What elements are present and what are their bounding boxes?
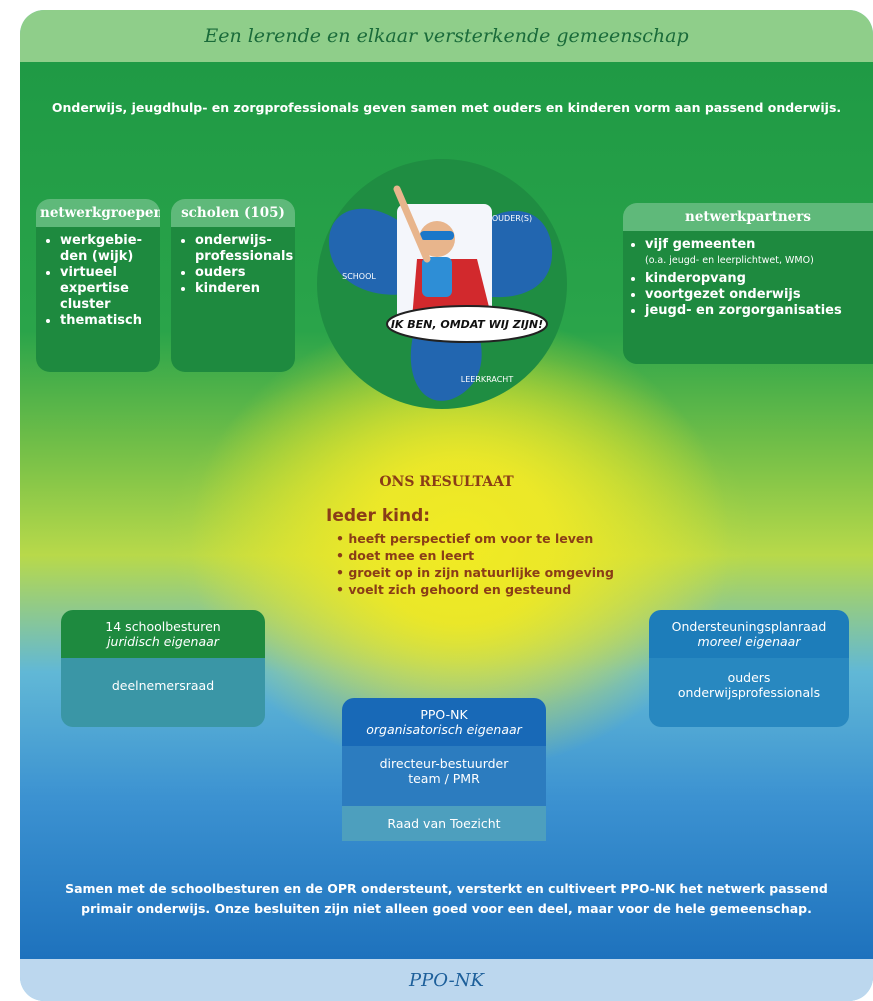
- label-ouders: OUDER(S): [492, 214, 532, 223]
- header-title: Een lerende en elkaar versterkende gemee…: [204, 25, 689, 47]
- community-circle: IK BEN, OMDAT WIJ ZIJN! OUDER(S) SCHOOL …: [317, 159, 567, 409]
- ppo-header: PPO-NK organisatorisch eigenaar: [342, 698, 546, 746]
- schoolbesturen-box: 14 schoolbesturen juridisch eigenaar dee…: [61, 610, 265, 727]
- list-item: ouders: [195, 265, 287, 281]
- schoolbesturen-header: 14 schoolbesturen juridisch eigenaar: [61, 610, 265, 658]
- list-item: thematisch: [60, 313, 152, 329]
- schoolbesturen-role: juridisch eigenaar: [107, 634, 219, 649]
- footer-band: PPO-NK: [20, 959, 873, 1001]
- opr-members: ouders onderwijsprofessionals: [649, 658, 849, 727]
- main-panel: Onderwijs, jeugdhulp- en zorgprofessiona…: [20, 62, 873, 959]
- list-item: voelt zich gehoord en gesteund: [336, 581, 614, 598]
- netwerkpartners-list: vijf gemeenten(o.a. jeugd- en leerplicht…: [623, 231, 873, 329]
- label-leerkracht: LEERKRACHT: [461, 375, 514, 384]
- opr-member-ouders: ouders: [727, 670, 771, 685]
- result-list: heeft perspectief om voor te leven doet …: [326, 530, 614, 598]
- opr-box: Ondersteuningsplanraad moreel eigenaar o…: [649, 610, 849, 727]
- opr-title: Ondersteuningsplanraad: [671, 619, 827, 634]
- ppo-box: PPO-NK organisatorisch eigenaar directeu…: [342, 698, 546, 856]
- intro-text: Onderwijs, jeugdhulp- en zorgprofessiona…: [51, 100, 842, 115]
- scholen-box: scholen (105) onderwijs-professionals ou…: [171, 199, 295, 372]
- scholen-title: scholen (105): [171, 199, 295, 227]
- list-item: werkgebie-den (wijk): [60, 233, 152, 265]
- opr-member-professionals: onderwijsprofessionals: [677, 685, 821, 700]
- deelnemersraad: deelnemersraad: [61, 658, 265, 727]
- netwerkgroepen-box: netwerkgroepen werkgebie-den (wijk) virt…: [36, 199, 160, 372]
- list-item: groeit op in zijn natuurlijke omgeving: [336, 564, 614, 581]
- netwerkpartners-box: netwerkpartners vijf gemeenten(o.a. jeug…: [623, 203, 873, 364]
- list-item: heeft perspectief om voor te leven: [336, 530, 614, 547]
- list-item: doet mee en leert: [336, 547, 614, 564]
- ppo-title: PPO-NK: [420, 707, 468, 722]
- list-item: voortgezet onderwijs: [645, 287, 865, 303]
- result-title: ONS RESULTAAT: [379, 474, 514, 490]
- opr-header: Ondersteuningsplanraad moreel eigenaar: [649, 610, 849, 658]
- raad-van-toezicht: Raad van Toezicht: [342, 806, 546, 841]
- header-band: Een lerende en elkaar versterkende gemee…: [20, 10, 873, 62]
- list-item: kinderopvang: [645, 271, 865, 287]
- list-item: kinderen: [195, 281, 287, 297]
- infographic: Een lerende en elkaar versterkende gemee…: [20, 10, 873, 1001]
- schoolbesturen-title: 14 schoolbesturen: [105, 619, 221, 634]
- ppo-team: team / PMR: [408, 771, 480, 786]
- opr-role: moreel eigenaar: [697, 634, 801, 649]
- child-arm: [393, 185, 431, 263]
- closing-text: Samen met de schoolbesturen en de OPR on…: [65, 881, 828, 916]
- child-mask: [420, 231, 454, 240]
- result-heading: Ieder kind:: [326, 506, 431, 526]
- ppo-management: directeur-bestuurder team / PMR: [342, 746, 546, 806]
- ppo-role: organisatorisch eigenaar: [366, 722, 522, 737]
- ppo-director: directeur-bestuurder: [379, 756, 509, 771]
- label-school: SCHOOL: [342, 272, 376, 281]
- bubble-text: IK BEN, OMDAT WIJ ZIJN!: [391, 318, 543, 331]
- netwerkpartners-note: (o.a. jeugd- en leerplichtwet, WMO): [645, 255, 814, 266]
- list-item: jeugd- en zorgorganisaties: [645, 303, 865, 319]
- scholen-list: onderwijs-professionals ouders kinderen: [171, 227, 295, 307]
- list-item: virtueel expertise cluster: [60, 265, 152, 313]
- footer-title: PPO-NK: [409, 969, 484, 991]
- netwerkgroepen-list: werkgebie-den (wijk) virtueel expertise …: [36, 227, 160, 339]
- netwerkgroepen-title: netwerkgroepen: [36, 199, 160, 227]
- petal-diagram: IK BEN, OMDAT WIJ ZIJN! OUDER(S) SCHOOL …: [328, 185, 553, 401]
- child-shirt: [422, 257, 452, 297]
- netwerkpartners-title: netwerkpartners: [623, 203, 873, 231]
- speech-bubble: [386, 305, 548, 343]
- list-item: onderwijs-professionals: [195, 233, 293, 265]
- result-section: ONS RESULTAAT Ieder kind: heeft perspect…: [20, 474, 873, 597]
- list-item: vijf gemeenten(o.a. jeugd- en leerplicht…: [645, 237, 865, 269]
